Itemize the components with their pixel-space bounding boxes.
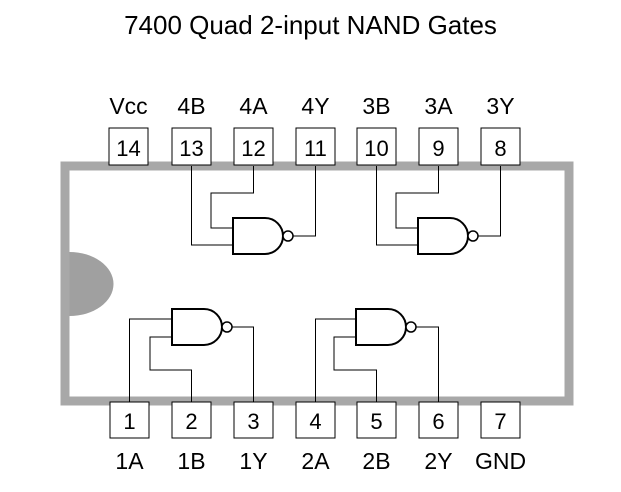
pin-7: 7 GND: [475, 401, 526, 474]
pin-13: 13 4B: [171, 93, 212, 166]
pin-label: GND: [475, 448, 526, 474]
pin-number: 8: [494, 136, 506, 161]
gate-2-wires: [315, 318, 439, 402]
pin-4: 4 2A: [295, 401, 336, 474]
pin-number: 1: [123, 409, 135, 434]
pin-2: 2 1B: [171, 401, 212, 474]
pin-number: 6: [432, 409, 444, 434]
pin-label: 3B: [362, 93, 390, 119]
pin-label: 3A: [424, 93, 453, 119]
pin-label: 1Y: [239, 448, 267, 474]
pin-number: 13: [179, 136, 203, 161]
pin-number: 11: [304, 136, 327, 161]
pin-label: 4B: [177, 93, 205, 119]
pin-11: 11 4Y: [295, 93, 336, 166]
pin-12: 12 4A: [233, 93, 274, 166]
pin-label: Vcc: [109, 93, 147, 119]
pin-14: 14 Vcc: [108, 93, 149, 166]
pin-number: 3: [247, 409, 259, 434]
pin-9: 9 3A: [418, 93, 459, 166]
pin-label: 2B: [362, 448, 390, 474]
pin-8: 8 3Y: [480, 93, 521, 166]
pin-number: 2: [185, 409, 197, 434]
gate-3-wires: [376, 166, 501, 246]
pin-5: 5 2B: [356, 401, 397, 474]
pin-number: 12: [241, 136, 265, 161]
chip-body: [60, 161, 574, 406]
orientation-notch: [69, 252, 114, 316]
pin-label: 1A: [115, 448, 144, 474]
pin-1: 1 1A: [109, 401, 150, 474]
diagram-title: 7400 Quad 2-input NAND Gates: [124, 10, 497, 40]
pin-label: 3Y: [486, 93, 514, 119]
pin-label: 2Y: [424, 448, 452, 474]
gate-4-wires: [191, 166, 316, 246]
gate-1-wires: [129, 318, 254, 402]
pin-number: 9: [432, 136, 444, 161]
pin-label: 2A: [301, 448, 330, 474]
pin-label: 1B: [177, 448, 205, 474]
pin-number: 10: [364, 136, 388, 161]
pin-6: 6 2Y: [418, 401, 459, 474]
pin-number: 7: [494, 409, 506, 434]
nand-gate-2: [355, 308, 417, 346]
nand-gate-3: [417, 217, 479, 255]
pin-label: 4A: [239, 93, 268, 119]
pin-10: 10 3B: [356, 93, 397, 166]
pin-number: 4: [309, 409, 321, 434]
pin-label: 4Y: [301, 93, 329, 119]
pin-number: 14: [116, 136, 140, 161]
pin-number: 5: [370, 409, 382, 434]
pin-3: 3 1Y: [233, 401, 274, 474]
